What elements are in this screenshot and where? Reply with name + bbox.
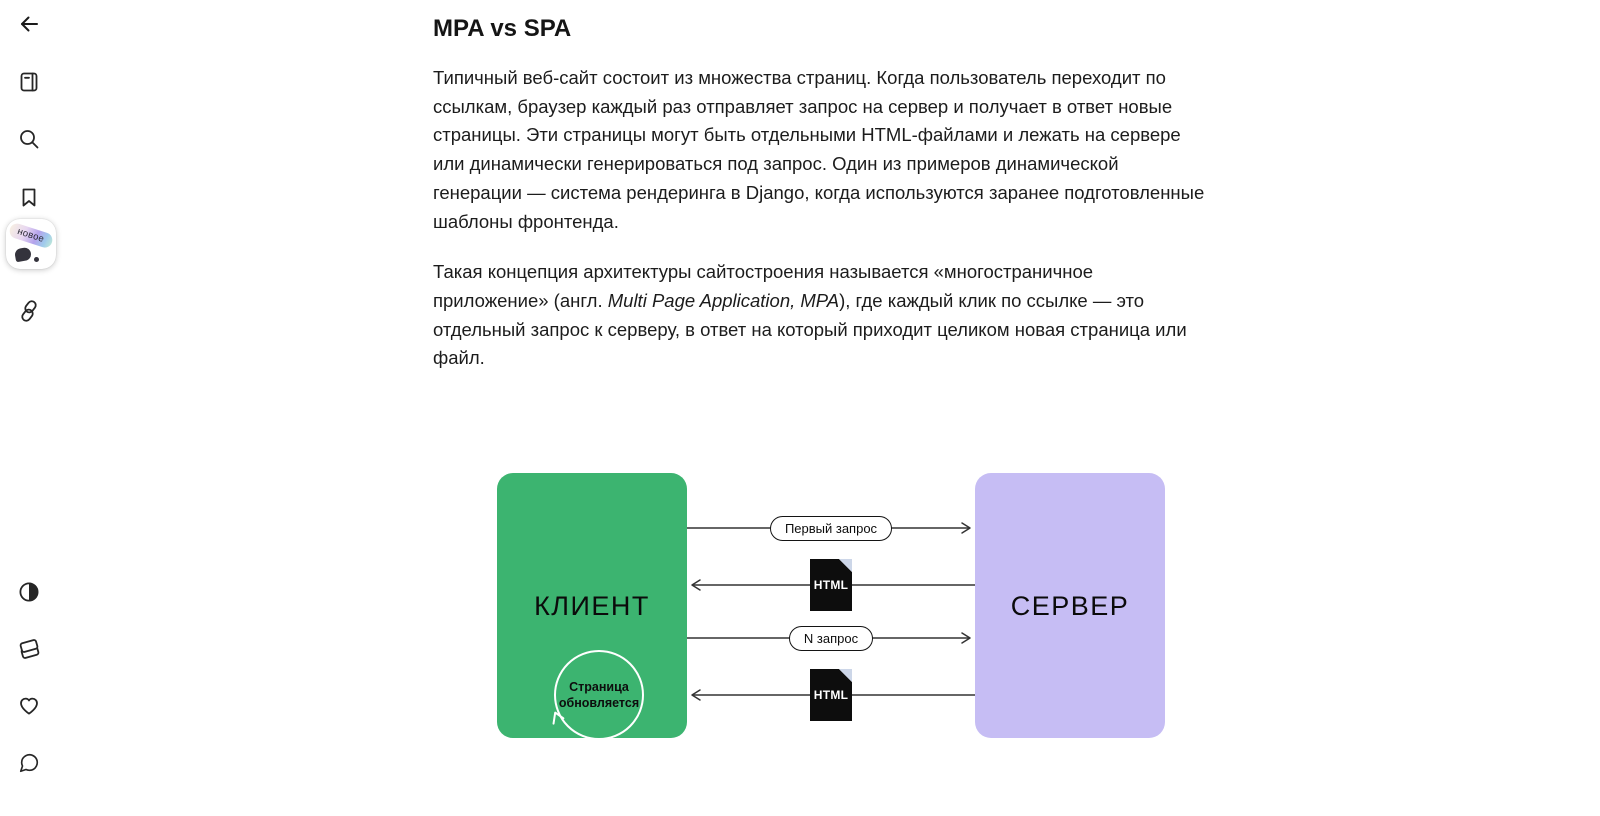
paragraph: Такая концепция архитектуры сайтостроени… (433, 261, 1187, 369)
sidebar-item-copy-link[interactable] (17, 299, 41, 323)
sidebar: новое (0, 0, 56, 816)
search-icon (18, 128, 40, 150)
notes-icon (18, 71, 40, 93)
request-pill-label: N запрос (788, 625, 874, 651)
heart-icon (18, 695, 40, 717)
page-title: MPA vs SPA (433, 15, 572, 42)
sidebar-item-contrast-theme[interactable] (17, 580, 41, 604)
link-icon (18, 300, 40, 322)
arrow-html-response: HTML (687, 559, 975, 612)
html-file-icon: HTML (810, 559, 852, 612)
new-badge: новое (7, 221, 54, 250)
request-pill-label: Первый запрос (769, 515, 893, 541)
back-button[interactable] (17, 12, 41, 36)
arrow-html-response: HTML (687, 669, 975, 722)
sidebar-item-bookmark[interactable] (17, 185, 41, 209)
client-label: КЛИЕНТ (534, 591, 650, 622)
cycle-arrowhead-icon (552, 711, 565, 725)
sidebar-item-new-assistant[interactable]: новое (6, 219, 56, 269)
sidebar-item-comments[interactable] (17, 751, 41, 775)
assistant-blob-icon (13, 246, 33, 263)
bookmark-icon (18, 186, 40, 208)
arrow-first-request: Первый запрос (687, 513, 975, 543)
page-refresh-cycle: Страница обновляется (554, 650, 644, 741)
arrow-n-request: N запрос (687, 623, 975, 653)
sidebar-item-search[interactable] (17, 127, 41, 151)
arrow-left-icon (18, 13, 40, 35)
html-file-icon: HTML (810, 669, 852, 722)
article: MPA vs SPA Типичный веб-сайт состоит из … (433, 14, 1205, 741)
server-box: СЕРВЕР (975, 473, 1165, 739)
sidebar-item-notes[interactable] (17, 70, 41, 94)
contrast-icon (18, 581, 40, 603)
assistant-dot-icon (34, 257, 39, 262)
server-label: СЕРВЕР (1010, 591, 1130, 622)
cycle-label: Страница обновляется (558, 680, 640, 711)
sidebar-item-materials[interactable] (17, 636, 41, 660)
layers-icon (16, 635, 42, 661)
sidebar-item-favorites[interactable] (17, 694, 41, 718)
mpa-diagram: КЛИЕНТ СЕРВЕР Первый запрос HTML (433, 473, 1173, 741)
chat-icon (18, 752, 40, 774)
paragraph: Типичный веб-сайт состоит из множества с… (433, 67, 1205, 232)
